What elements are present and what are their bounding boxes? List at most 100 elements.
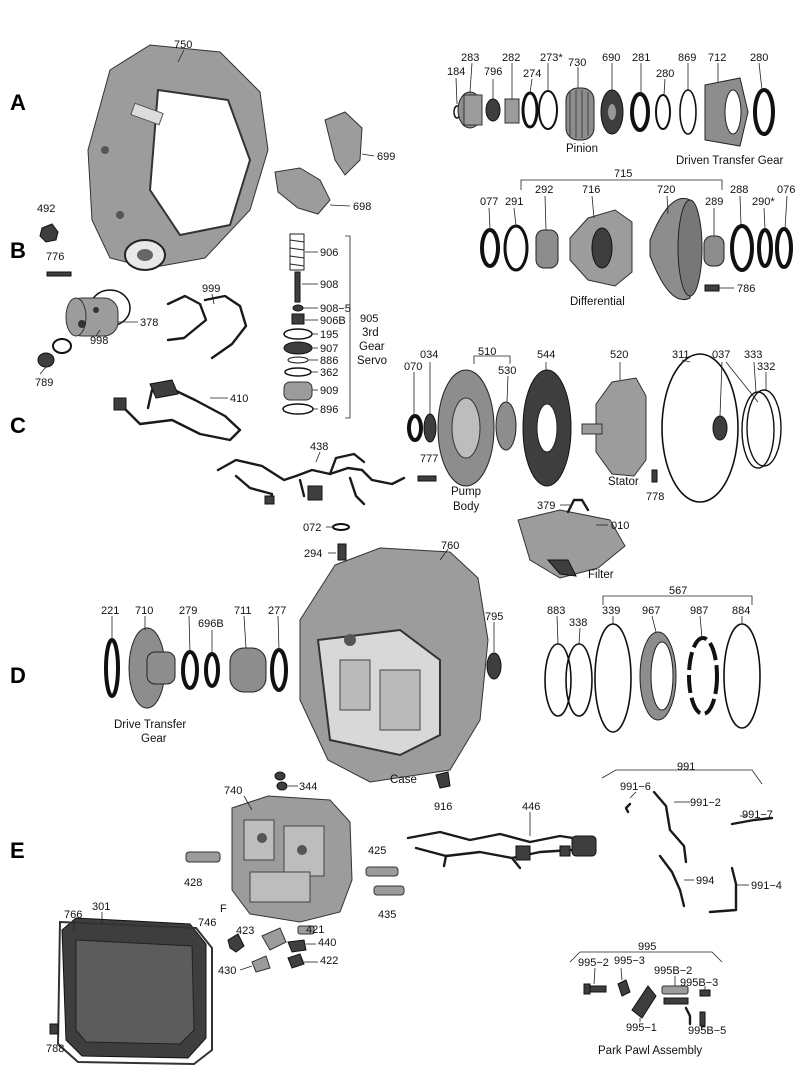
caption-stator: Stator <box>608 476 639 488</box>
label-428: 428 <box>184 877 202 889</box>
differential-stack <box>480 198 793 300</box>
label-567: 567 <box>669 585 687 597</box>
row-letter-d: D <box>10 663 26 688</box>
caption-servo-gear: Gear <box>359 341 385 353</box>
valve-body-740 <box>231 795 353 923</box>
valve-parts <box>227 925 315 973</box>
harness-438 <box>216 452 406 506</box>
label-430: 430 <box>218 965 236 977</box>
label-070: 070 <box>404 361 422 373</box>
caption-filter: Filter <box>588 569 614 581</box>
pump-stack <box>407 353 782 503</box>
transaxle-housing-750 <box>87 44 269 271</box>
label-277: 277 <box>268 605 286 617</box>
case-760 <box>299 547 489 783</box>
linkage-991-leaders <box>629 791 749 886</box>
label-776: 776 <box>46 251 64 263</box>
label-909: 909 <box>320 385 338 397</box>
row-letter-c: C <box>10 413 26 438</box>
label-907: 907 <box>320 343 338 355</box>
label-995: 995 <box>638 941 656 953</box>
hose-999 <box>166 294 248 360</box>
label-438: 438 <box>310 441 328 453</box>
label-905: 905 <box>360 313 378 325</box>
label-991-6: 991−6 <box>620 781 651 793</box>
solenoid-425 <box>365 866 399 877</box>
servo-leaders <box>302 235 351 419</box>
label-423: 423 <box>236 925 254 937</box>
bolt-777 <box>417 475 437 482</box>
caption-drive-gear: Gear <box>141 733 167 745</box>
label-778: 778 <box>646 491 664 503</box>
label-916: 916 <box>434 801 452 813</box>
pinion-leaders <box>455 62 763 105</box>
harness-446 <box>406 830 597 870</box>
band-stack <box>544 623 761 733</box>
label-995b-5: 995B−5 <box>688 1025 726 1037</box>
caption-body: Body <box>453 501 479 513</box>
label-967: 967 <box>642 605 660 617</box>
label-076: 076 <box>777 184 795 196</box>
harness-410 <box>113 379 242 442</box>
label-869: 869 <box>678 52 696 64</box>
label-339: 339 <box>602 605 620 617</box>
band-leaders <box>556 615 743 645</box>
label-712: 712 <box>708 52 726 64</box>
plugs-344 <box>274 771 288 791</box>
label-991-7: 991−7 <box>742 809 773 821</box>
label-037: 037 <box>712 349 730 361</box>
seal-072 <box>332 523 350 531</box>
label-280-a: 280 <box>656 68 674 80</box>
label-301: 301 <box>92 901 110 913</box>
label-f: F <box>220 903 227 915</box>
label-280-b: 280 <box>750 52 768 64</box>
label-720: 720 <box>657 184 675 196</box>
label-435: 435 <box>378 909 396 921</box>
label-077: 077 <box>480 196 498 208</box>
label-273: 273* <box>540 52 563 64</box>
tube-294 <box>337 543 347 561</box>
caption-park-pawl-assembly: Park Pawl Assembly <box>598 1045 702 1057</box>
label-788: 788 <box>46 1043 64 1055</box>
label-711: 711 <box>234 605 252 617</box>
label-786: 786 <box>737 283 755 295</box>
label-896: 896 <box>320 404 338 416</box>
label-796: 796 <box>484 66 502 78</box>
servo-stack <box>282 233 314 415</box>
park-pawl-parts <box>583 979 711 1027</box>
label-730: 730 <box>568 57 586 69</box>
label-281: 281 <box>632 52 650 64</box>
solenoid-435 <box>373 885 405 896</box>
label-520: 520 <box>610 349 628 361</box>
label-740: 740 <box>224 785 242 797</box>
label-291: 291 <box>505 196 523 208</box>
park-pawl-leaders <box>593 967 706 1030</box>
label-184: 184 <box>447 66 465 78</box>
label-908: 908 <box>320 279 338 291</box>
label-715: 715 <box>614 168 632 180</box>
label-440: 440 <box>318 937 336 949</box>
label-221: 221 <box>101 605 119 617</box>
label-311: 311 <box>672 349 690 361</box>
caption-differential: Differential <box>570 296 625 308</box>
caption-driven-transfer-gear: Driven Transfer Gear <box>676 155 784 167</box>
label-777: 777 <box>420 453 438 465</box>
label-279: 279 <box>179 605 197 617</box>
label-290: 290* <box>752 196 775 208</box>
caption-servo-3rd: 3rd <box>362 327 379 339</box>
seal-795 <box>486 652 502 680</box>
label-446: 446 <box>522 801 540 813</box>
label-995b-3: 995B−3 <box>680 977 718 989</box>
label-994: 994 <box>696 875 714 887</box>
plug-788 <box>49 1023 59 1035</box>
label-274: 274 <box>523 68 541 80</box>
label-766: 766 <box>64 909 82 921</box>
bracket-567 <box>602 595 753 605</box>
label-710: 710 <box>135 605 153 617</box>
label-987: 987 <box>690 605 708 617</box>
label-760: 760 <box>441 540 459 552</box>
label-886: 886 <box>320 355 338 367</box>
row-letter-b: B <box>10 238 26 263</box>
bolt-776 <box>46 271 72 277</box>
